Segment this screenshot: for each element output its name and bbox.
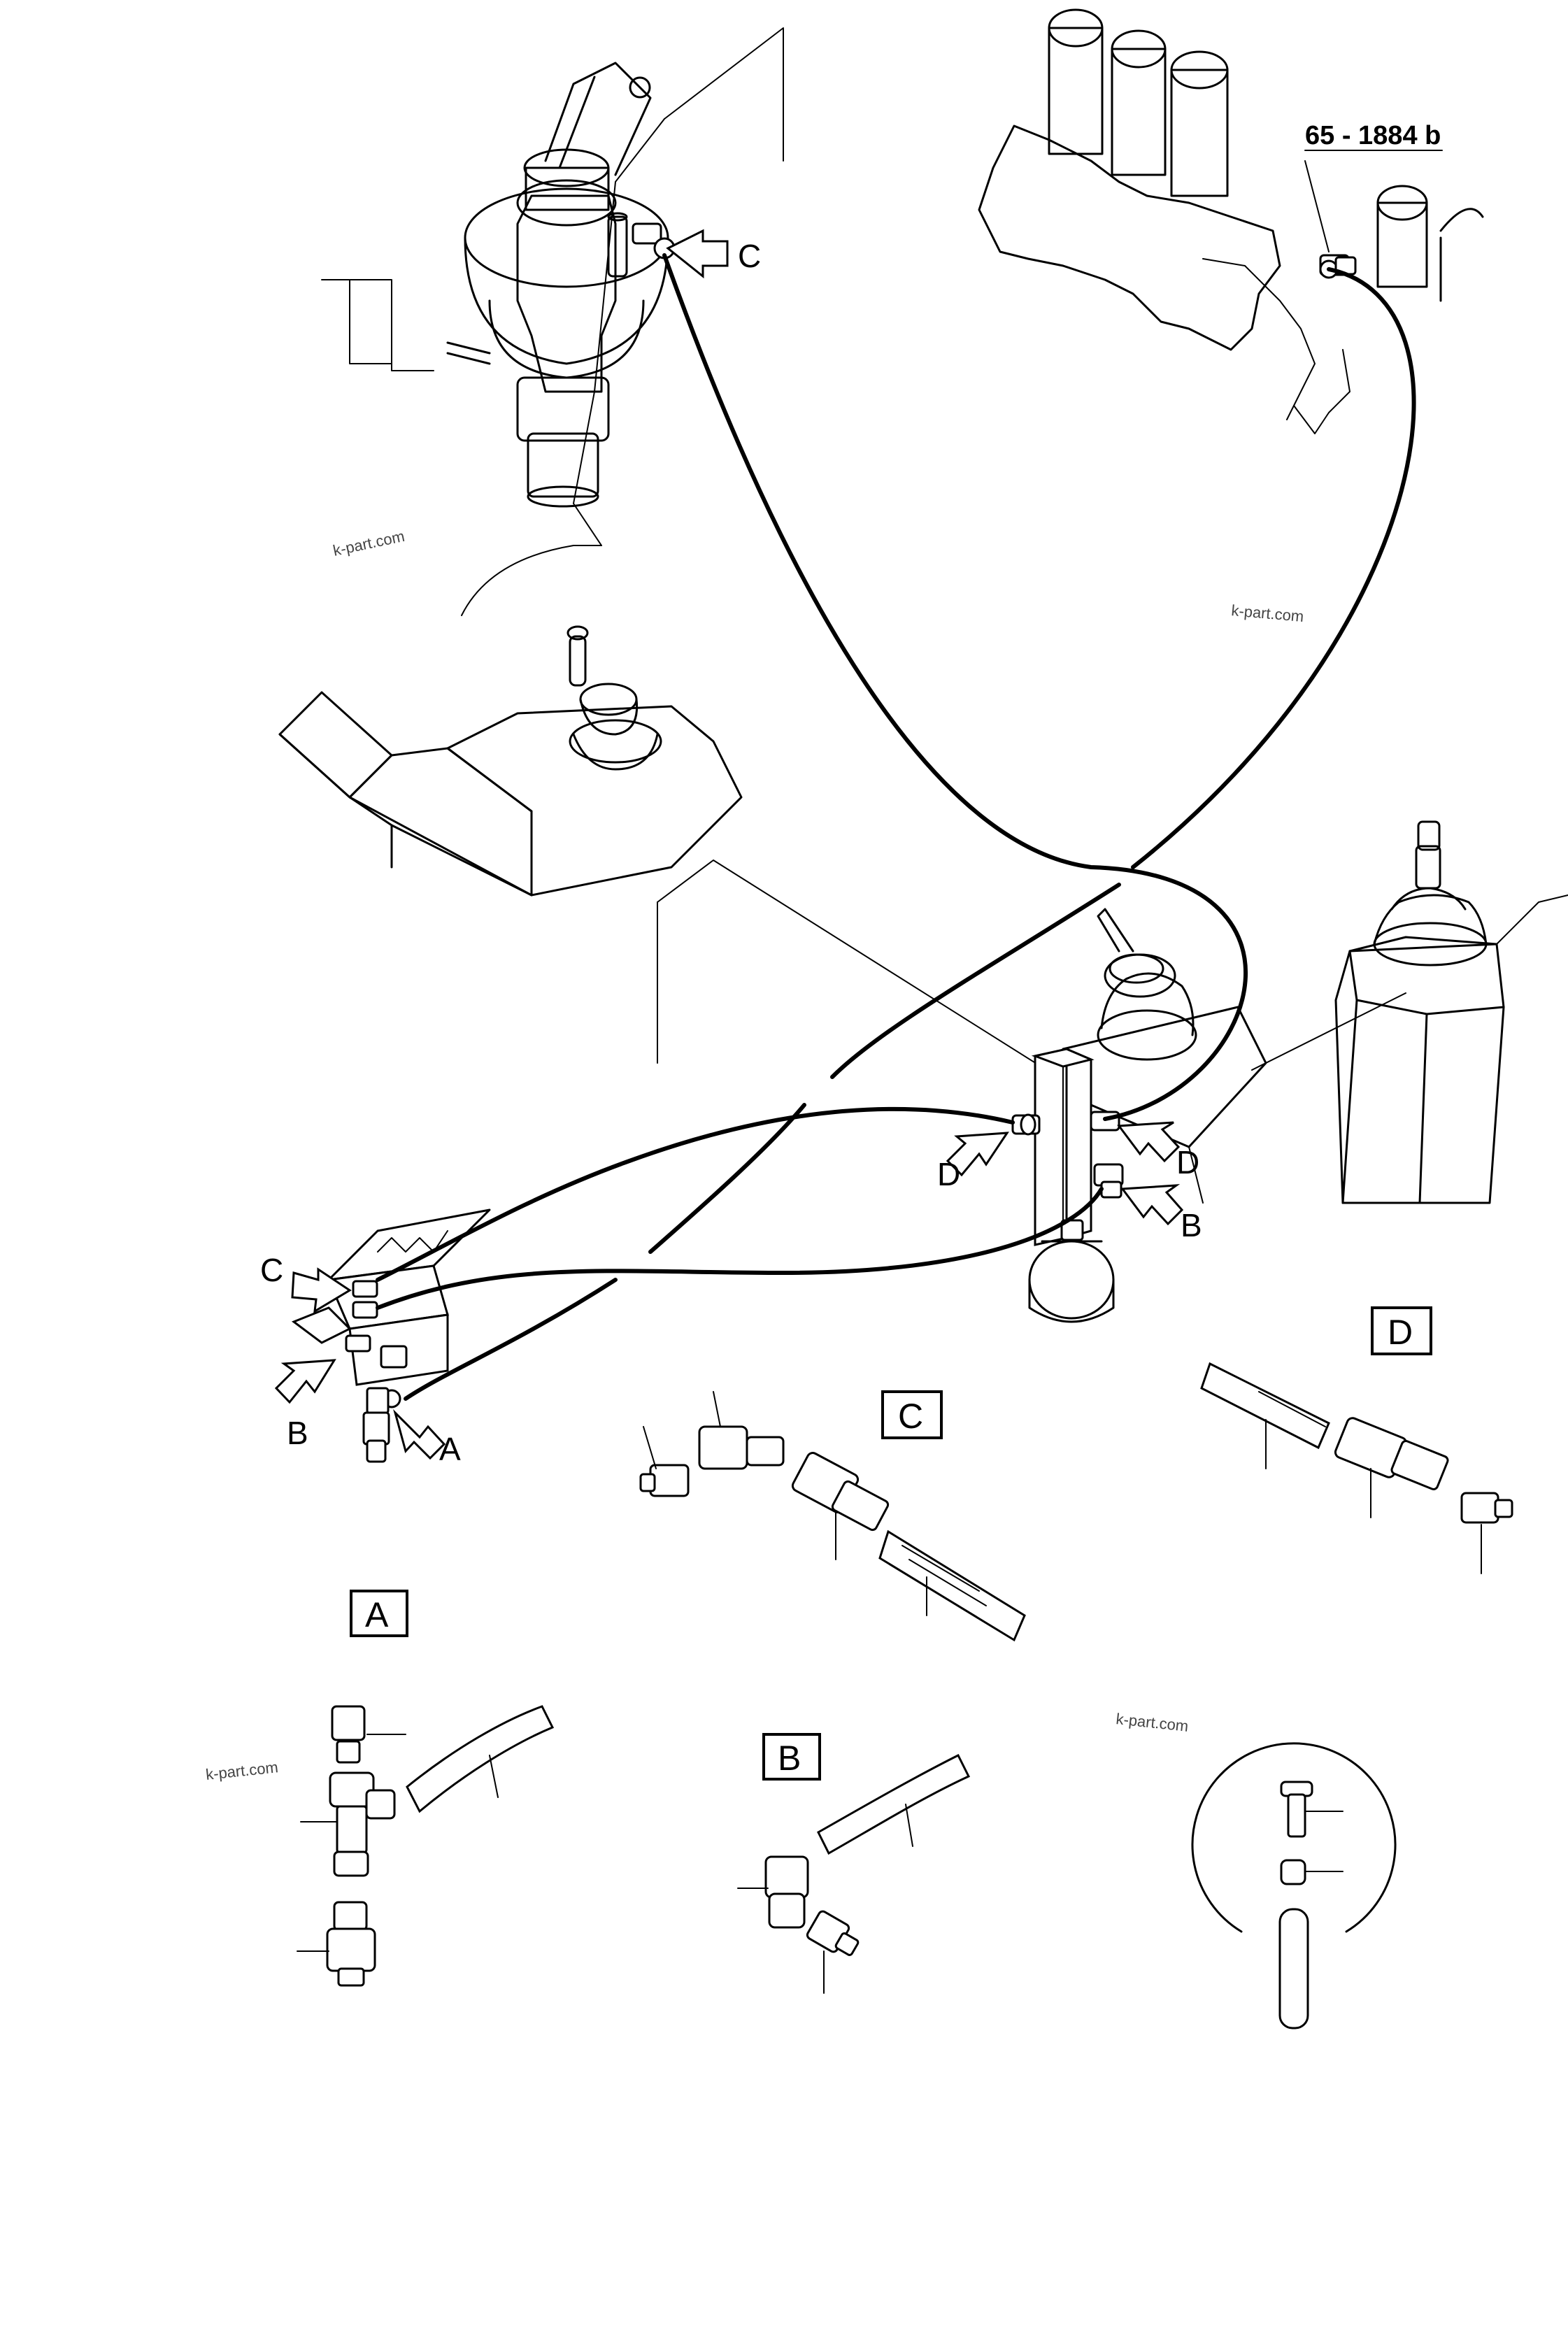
watermark: k-part.com [1115, 1710, 1189, 1735]
detail-a-title: A [365, 1595, 389, 1634]
left-joystick-console [278, 625, 743, 897]
callout-arrow-d-right [1117, 1121, 1181, 1163]
callout-label-b-pedal: B [287, 1415, 308, 1451]
callout-arrow-a-pedal [393, 1408, 446, 1460]
callout-label-c-pedal: C [260, 1252, 283, 1288]
watermark: k-part.com [1231, 601, 1305, 625]
detail-c-title: C [898, 1397, 923, 1436]
callouts: C D D B C B A [260, 229, 1202, 1467]
callout-label-b-right: B [1181, 1207, 1202, 1243]
detail-a: A [297, 1590, 555, 1987]
upper-left-valve-assembly [321, 27, 784, 616]
detail-b-title: B [778, 1739, 801, 1778]
center-control-block [1011, 908, 1267, 1323]
upper-right-pump-assembly: 65 - 1884 b [978, 8, 1484, 434]
callout-arrow-c-pedal [291, 1267, 352, 1313]
detail-b-title-box [762, 1733, 821, 1781]
detail-d: D [1200, 1306, 1513, 1574]
cab-floor-outline [657, 859, 1406, 1099]
lower-left-pedal-valve [291, 1208, 491, 1463]
callout-label-d-right: D [1176, 1144, 1199, 1180]
detail-d-title-box [1371, 1306, 1432, 1355]
callout-label-c-top: C [738, 238, 761, 274]
hose-lines [376, 253, 1416, 1401]
drawing-reference: 65 - 1884 b [1305, 121, 1441, 150]
callout-arrow-b-pedal [274, 1359, 336, 1404]
watermark: k-part.com [205, 1758, 279, 1783]
callout-arrow-b-right [1120, 1184, 1184, 1226]
detail-c: C [639, 1390, 1026, 1642]
callout-label-a-pedal: A [439, 1431, 461, 1467]
detail-d-title: D [1388, 1313, 1413, 1352]
detail-c-title-box [881, 1390, 943, 1439]
detail-circle [1191, 1742, 1397, 2029]
callout-arrow-d-left [946, 1132, 1009, 1177]
right-joystick-tower [1334, 820, 1568, 1204]
callout-arrow-c-top [666, 229, 729, 279]
callout-label-d-left: D [937, 1156, 960, 1192]
watermark: k-part.com [332, 527, 406, 559]
detail-b: B [737, 1733, 971, 1994]
detail-a-title-box [350, 1590, 408, 1637]
